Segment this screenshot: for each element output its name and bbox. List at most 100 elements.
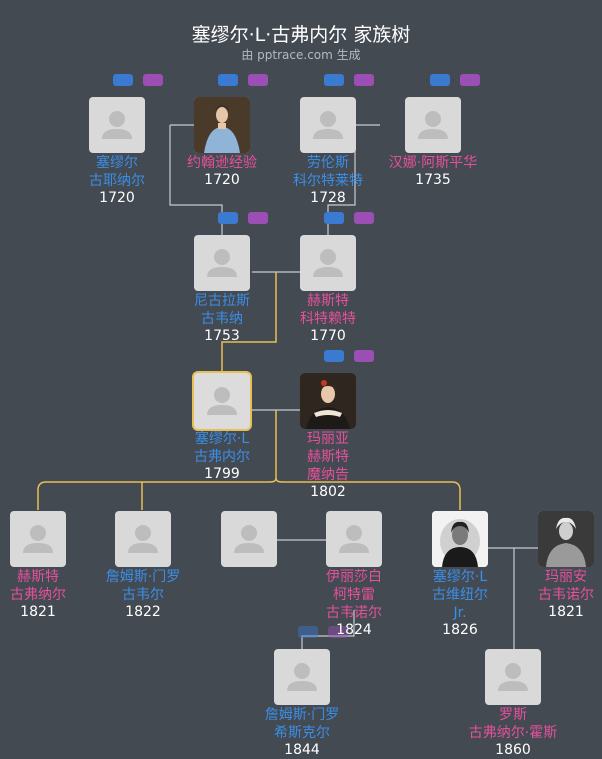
birth-year: 1824 <box>336 622 372 638</box>
avatar[interactable] <box>538 511 594 567</box>
toggle-children-button[interactable] <box>354 74 374 86</box>
toggle-parents-button[interactable] <box>324 350 344 362</box>
toggle-parents-button[interactable] <box>324 74 344 86</box>
person-name: 詹姆斯·门罗 <box>264 707 340 723</box>
avatar-placeholder-icon <box>23 525 53 553</box>
avatar[interactable] <box>274 649 330 705</box>
avatar-placeholder-icon <box>313 249 343 277</box>
avatar[interactable] <box>300 235 356 291</box>
avatar[interactable] <box>10 511 66 567</box>
page-title: 塞缪尔·L·古弗内尔 家族树 <box>191 24 411 46</box>
toggle-children-button[interactable] <box>354 212 374 224</box>
person-name: 汉娜·阿斯平华 <box>388 155 478 171</box>
toggle-children-button[interactable] <box>328 626 348 638</box>
person-name: 塞缪尔 <box>96 155 138 171</box>
toggle-children-button[interactable] <box>143 74 163 86</box>
person-name: 古耶纳尔 <box>89 173 145 189</box>
toggle-parents-button[interactable] <box>113 74 133 86</box>
toggle-children-button[interactable] <box>248 212 268 224</box>
birth-year: 1753 <box>204 328 240 344</box>
avatar[interactable] <box>194 97 250 153</box>
toggle-parents-button[interactable] <box>324 212 344 224</box>
person-name: 塞缪尔·L <box>194 431 250 447</box>
avatar[interactable] <box>115 511 171 567</box>
birth-year: 1821 <box>20 604 56 620</box>
person-name: 罗斯 <box>499 707 527 723</box>
portrait-man-bw-image <box>432 511 488 567</box>
toggle-parents-button[interactable] <box>430 74 450 86</box>
person-name: 古韦纳 <box>201 311 243 327</box>
avatar[interactable] <box>326 511 382 567</box>
toggle-parents-button[interactable] <box>218 212 238 224</box>
avatar[interactable] <box>300 97 356 153</box>
birth-year: 1802 <box>310 484 346 500</box>
avatar[interactable] <box>300 373 356 429</box>
avatar[interactable] <box>485 649 541 705</box>
person-name: 伊丽莎白 <box>326 569 382 585</box>
person-name: 玛丽亚 <box>307 431 349 447</box>
portrait-woman-bw-image <box>538 511 594 567</box>
person-name: 古弗内尔 <box>194 449 250 465</box>
person-name: 科特赖特 <box>300 311 356 327</box>
birth-year: 1821 <box>548 604 584 620</box>
birth-year: 1844 <box>284 742 320 758</box>
birth-year: 1735 <box>415 172 451 188</box>
avatar[interactable] <box>194 235 250 291</box>
person-name: 詹姆斯·门罗 <box>105 569 181 585</box>
avatar[interactable] <box>89 97 145 153</box>
avatar-placeholder-icon <box>313 111 343 139</box>
person-name: 魔纳告 <box>307 467 349 483</box>
toggle-children-button[interactable] <box>354 350 374 362</box>
avatar[interactable] <box>432 511 488 567</box>
birth-year: 1770 <box>310 328 346 344</box>
person-name: 赫斯特 <box>17 569 59 585</box>
avatar-placeholder-icon <box>418 111 448 139</box>
birth-year: 1720 <box>99 190 135 206</box>
avatar-placeholder-icon <box>287 663 317 691</box>
birth-year: 1720 <box>204 172 240 188</box>
avatar[interactable] <box>221 511 277 567</box>
person-name: 古弗纳尔·霍斯 <box>468 725 558 741</box>
person-name: 希斯克尔 <box>274 725 330 741</box>
toggle-children-button[interactable] <box>248 74 268 86</box>
avatar[interactable] <box>405 97 461 153</box>
person-name: 柯特雷 <box>333 587 375 603</box>
toggle-children-button[interactable] <box>460 74 480 86</box>
avatar-placeholder-icon <box>102 111 132 139</box>
birth-year: 1799 <box>204 466 240 482</box>
person-name: 塞缪尔·L <box>432 569 488 585</box>
person-name: 古弗纳尔 <box>10 587 66 603</box>
person-name: 古韦诺尔 <box>326 605 382 621</box>
avatar-placeholder-icon <box>207 387 237 415</box>
person-node[interactable] <box>199 511 299 567</box>
person-name: 约翰逊经验 <box>187 155 257 171</box>
portrait-lady-blue-image <box>194 97 250 153</box>
avatar[interactable] <box>194 373 250 429</box>
birth-year: 1822 <box>125 604 161 620</box>
page-subtitle: 由 pptrace.com 生成 <box>241 48 361 62</box>
toggle-parents-button[interactable] <box>298 626 318 638</box>
avatar-placeholder-icon <box>207 249 237 277</box>
person-name: 赫斯特 <box>307 293 349 309</box>
person-name: 尼古拉斯 <box>194 293 250 309</box>
avatar-placeholder-icon <box>339 525 369 553</box>
toggle-parents-button[interactable] <box>218 74 238 86</box>
avatar-placeholder-icon <box>234 525 264 553</box>
person-name: 劳伦斯 <box>307 155 349 171</box>
person-name: Jr. <box>453 605 467 621</box>
